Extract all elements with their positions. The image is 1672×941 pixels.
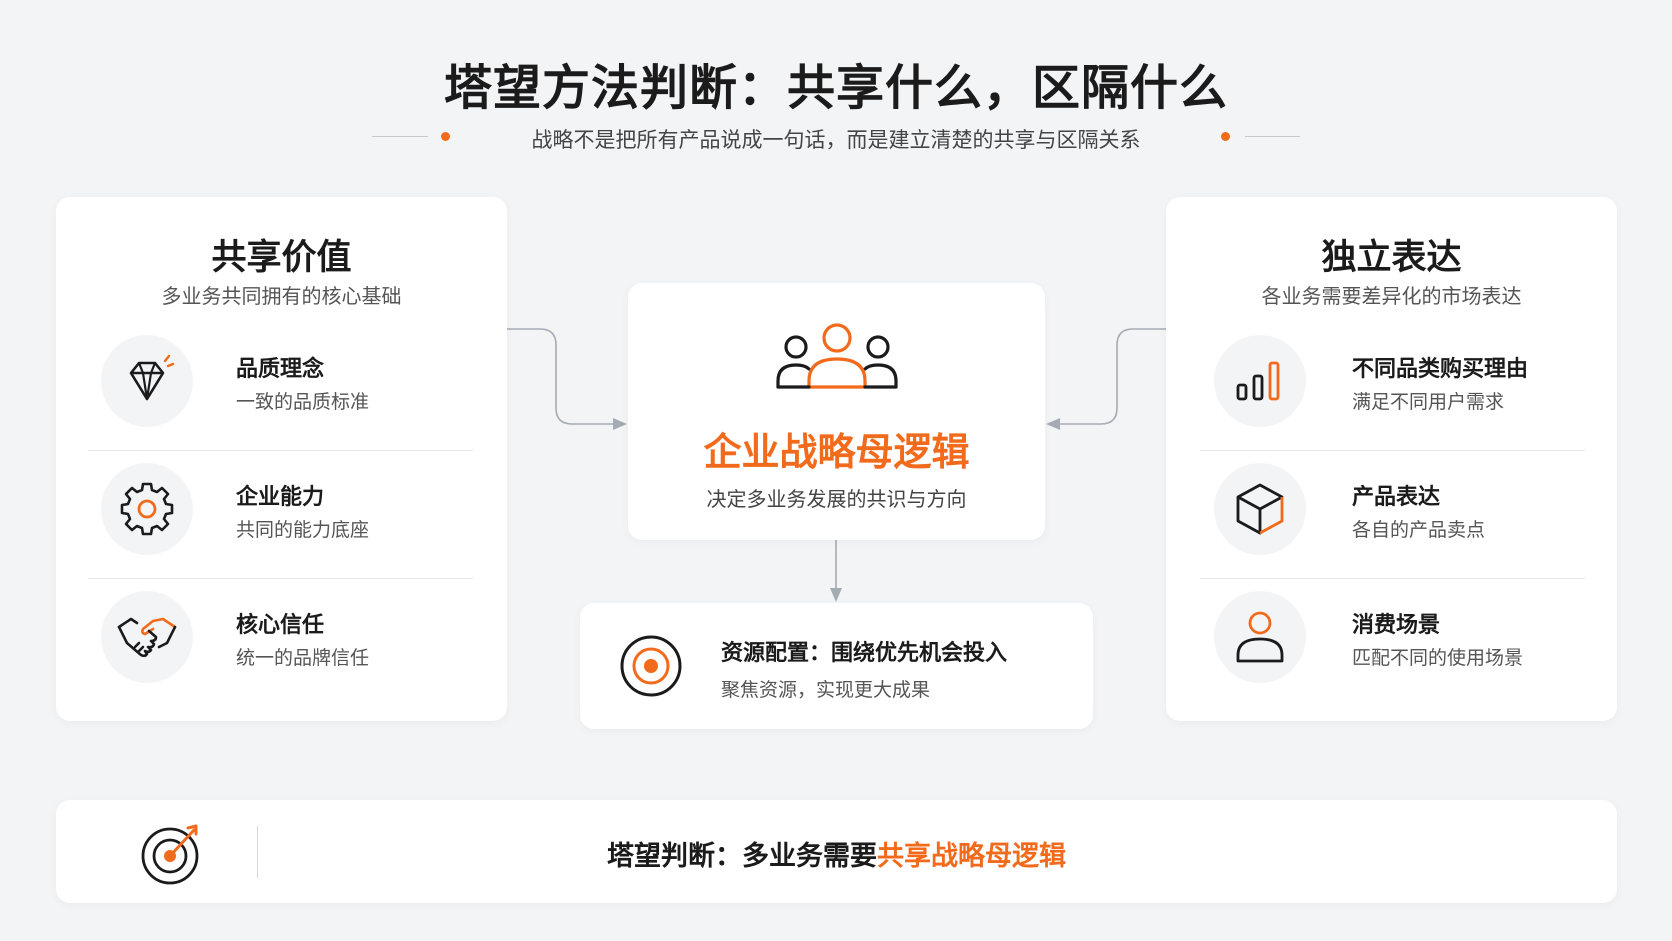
item-desc: 一致的品质标准 <box>236 391 370 413</box>
resource-allocation-card: 资源配置：围绕优先机会投入 聚焦资源，实现更大成果 <box>580 603 1093 729</box>
item-desc: 各自的产品卖点 <box>1352 519 1486 541</box>
shared-value-subtitle: 多业务共同拥有的核心基础 <box>161 284 402 308</box>
item-title: 消费场景 <box>1352 613 1441 638</box>
item-title: 产品表达 <box>1352 485 1441 510</box>
independent-expression-card: 独立表达 各业务需要差异化的市场表达 不同品类购买理由 满足不同用户需求 产品表… <box>1166 197 1617 721</box>
connector-right <box>1058 328 1166 425</box>
core-logic-title: 企业战略母逻辑 <box>703 430 970 474</box>
bar-chart-icon <box>1214 335 1306 427</box>
core-logic-subtitle: 决定多业务发展的共识与方向 <box>706 487 967 511</box>
page-title: 塔望方法判断：共享什么，区隔什么 <box>443 60 1228 116</box>
independent-expression-subtitle: 各业务需要差异化的市场表达 <box>1261 284 1522 308</box>
person-icon <box>1214 591 1306 683</box>
people-group-icon <box>775 321 899 401</box>
connector-left-arrowhead <box>613 418 627 430</box>
list-item: 产品表达 各自的产品卖点 <box>1166 449 1617 569</box>
list-item: 品质理念 一致的品质标准 <box>56 321 507 441</box>
divider <box>88 450 473 451</box>
conclusion-prefix: 塔望判断：多业务需要 <box>607 841 877 872</box>
item-desc: 满足不同用户需求 <box>1352 391 1505 413</box>
conclusion-bar: 塔望判断：多业务需要共享战略母逻辑 <box>56 800 1617 903</box>
conclusion-text: 塔望判断：多业务需要共享战略母逻辑 <box>56 834 1617 873</box>
resource-desc: 聚焦资源，实现更大成果 <box>721 679 931 701</box>
independent-expression-title: 独立表达 <box>1321 238 1462 278</box>
cube-icon <box>1214 463 1306 555</box>
connector-left <box>507 328 615 425</box>
item-title: 不同品类购买理由 <box>1352 357 1529 382</box>
shared-value-title: 共享价值 <box>211 238 352 278</box>
connector-right-arrowhead <box>1046 418 1060 430</box>
diamond-icon <box>101 335 193 427</box>
subtitle-row: 战略不是把所有产品说成一句话，而是建立清楚的共享与区隔关系 <box>0 122 1672 152</box>
divider <box>1200 450 1585 451</box>
item-title: 企业能力 <box>236 485 325 510</box>
core-logic-card: 企业战略母逻辑 决定多业务发展的共识与方向 <box>628 283 1045 540</box>
list-item: 企业能力 共同的能力底座 <box>56 449 507 569</box>
resource-title: 资源配置：围绕优先机会投入 <box>721 641 1008 666</box>
conclusion-highlight: 共享战略母逻辑 <box>877 841 1066 872</box>
item-title: 品质理念 <box>236 357 325 382</box>
shared-value-card: 共享价值 多业务共同拥有的核心基础 品质理念 一致的品质标准 企业能力 共 <box>56 197 507 721</box>
conclusion-divider <box>257 826 258 878</box>
handshake-icon <box>101 591 193 683</box>
subtitle-dot-right <box>1221 132 1230 141</box>
gear-icon <box>101 463 193 555</box>
target-arrow-icon <box>140 822 206 886</box>
subtitle-divider-left <box>372 136 428 137</box>
item-title: 核心信任 <box>236 613 325 638</box>
list-item: 不同品类购买理由 满足不同用户需求 <box>1166 321 1617 441</box>
target-icon <box>618 633 684 699</box>
item-desc: 匹配不同的使用场景 <box>1352 647 1524 669</box>
divider <box>88 578 473 579</box>
subtitle-dot-left <box>441 132 450 141</box>
connector-down-arrowhead <box>830 588 842 602</box>
list-item: 消费场景 匹配不同的使用场景 <box>1166 577 1617 697</box>
subtitle-divider-right <box>1245 136 1300 137</box>
list-item: 核心信任 统一的品牌信任 <box>56 577 507 697</box>
item-desc: 共同的能力底座 <box>236 519 370 541</box>
page-subtitle: 战略不是把所有产品说成一句话，而是建立清楚的共享与区隔关系 <box>531 128 1141 152</box>
item-desc: 统一的品牌信任 <box>236 647 370 669</box>
divider <box>1200 578 1585 579</box>
